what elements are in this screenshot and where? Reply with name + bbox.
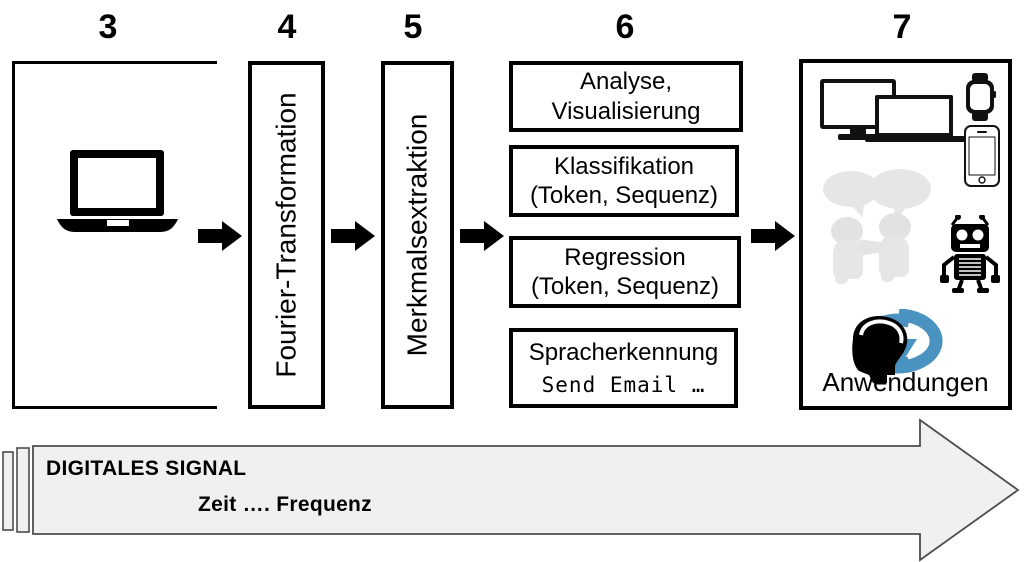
- flow-arrow-4-to-5: [331, 221, 377, 251]
- step-number-4: 4: [277, 8, 297, 46]
- step-number-7: 7: [892, 8, 912, 46]
- classification-line-2: (Token, Sequenz): [529, 182, 719, 209]
- stage-7-label: Anwendungen: [822, 367, 989, 397]
- speech-command-sample: Send Email …: [541, 372, 706, 397]
- stage-5-box: Merkmalsextraktion: [381, 61, 454, 409]
- step-number-5: 5: [403, 8, 423, 46]
- banner-arrow-shape: [2, 418, 1020, 562]
- digital-signal-banner: DIGITALES SIGNAL Zeit …. Frequenz: [0, 418, 1027, 562]
- two-people-talking-icon: [819, 169, 931, 284]
- flow-arrow-5-to-6: [460, 221, 506, 251]
- analysis-line-1: Analyse,: [579, 68, 673, 96]
- stage-7-panel: Anwendungen: [799, 59, 1012, 410]
- laptop-icon: [57, 150, 178, 232]
- banner-line-1: DIGITALES SIGNAL: [46, 457, 247, 480]
- step-number-3: 3: [98, 8, 118, 46]
- classification-line-1: Klassifikation: [553, 152, 695, 180]
- stage-3-panel: [12, 61, 217, 409]
- flow-arrow-6-to-7: [751, 221, 797, 251]
- stage-4-label: Fourier-Transformation: [270, 92, 302, 378]
- step-number-6: 6: [615, 8, 635, 46]
- robot-icon: [940, 215, 1000, 293]
- speech-line-1: Spracherkennung: [528, 338, 719, 366]
- flow-arrow-3-to-4: [198, 221, 244, 251]
- stage-6-box-speech-recognition: Spracherkennung Send Email …: [509, 328, 738, 408]
- stage-6-box-classification: Klassifikation (Token, Sequenz): [509, 145, 739, 217]
- stage-5-label: Merkmalsextraktion: [401, 113, 433, 357]
- regression-line-2: (Token, Sequenz): [530, 273, 720, 300]
- stage-6-box-regression: Regression (Token, Sequenz): [509, 236, 741, 308]
- banner-line-2: Zeit …. Frequenz: [198, 493, 372, 516]
- smartphone-icon: [964, 125, 1000, 187]
- head-brain-cycle-icon: [852, 309, 943, 383]
- smartwatch-icon: [966, 73, 996, 121]
- banner-text-block: DIGITALES SIGNAL Zeit …. Frequenz: [46, 458, 826, 516]
- regression-line-1: Regression: [564, 243, 686, 271]
- analysis-line-2: Visualisierung: [551, 97, 701, 125]
- stage-6-box-analysis: Analyse, Visualisierung: [509, 61, 743, 132]
- laptop-icon-stage7: [865, 95, 973, 142]
- stage-4-box: Fourier-Transformation: [248, 61, 325, 409]
